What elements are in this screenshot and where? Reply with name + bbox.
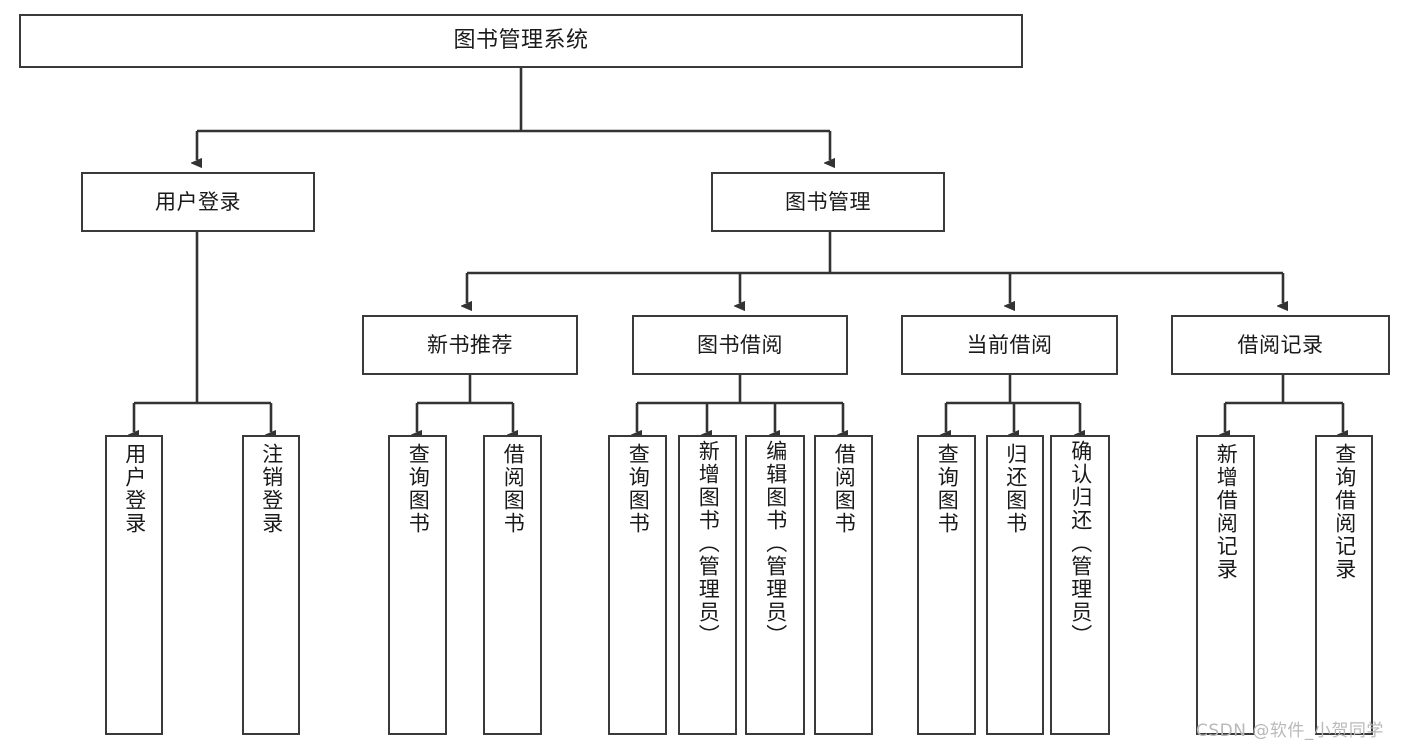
node-book-borrow[interactable]: 图书借阅 — [632, 315, 848, 375]
node-root-book-management-system[interactable]: 图书管理系统 — [19, 14, 1023, 68]
csdn-watermark: CSDN @软件_小贺同学 — [1196, 721, 1384, 741]
node-label: 新增图书（管理员） — [696, 440, 721, 647]
node-leaf-edit-book-admin[interactable]: 编辑图书（管理员） — [745, 435, 805, 735]
node-label: 借阅图书 — [832, 443, 857, 535]
node-leaf-return-book[interactable]: 归还图书 — [986, 435, 1044, 735]
node-label: 查询借阅记录 — [1332, 443, 1357, 581]
node-label: 用户登录 — [122, 443, 147, 535]
node-leaf-query-book-current[interactable]: 查询图书 — [917, 435, 976, 735]
node-leaf-add-book-admin[interactable]: 新增图书（管理员） — [678, 435, 737, 735]
node-label: 新增借阅记录 — [1214, 443, 1239, 581]
node-label: 图书管理 — [785, 189, 871, 214]
node-label: 编辑图书（管理员） — [763, 440, 788, 647]
node-label: 当前借阅 — [966, 332, 1053, 357]
node-label: 图书借阅 — [697, 332, 783, 357]
node-borrow-record[interactable]: 借阅记录 — [1171, 315, 1390, 375]
node-leaf-query-book-recommend[interactable]: 查询图书 — [388, 435, 447, 735]
node-leaf-borrow-book-recommend[interactable]: 借阅图书 — [483, 435, 542, 735]
node-user-login[interactable]: 用户登录 — [81, 172, 315, 232]
node-leaf-query-borrow-record[interactable]: 查询借阅记录 — [1315, 435, 1373, 735]
node-label: 查询图书 — [626, 443, 651, 535]
node-leaf-add-borrow-record[interactable]: 新增借阅记录 — [1196, 435, 1255, 735]
node-new-book-recommend[interactable]: 新书推荐 — [362, 315, 578, 375]
node-leaf-logout-login[interactable]: 注销登录 — [242, 435, 300, 735]
node-current-borrow[interactable]: 当前借阅 — [901, 315, 1118, 375]
node-book-management[interactable]: 图书管理 — [711, 172, 945, 232]
node-leaf-query-book-borrow[interactable]: 查询图书 — [608, 435, 667, 735]
node-label: 查询图书 — [935, 443, 960, 535]
node-label: 归还图书 — [1003, 443, 1028, 535]
node-label: 查询图书 — [406, 443, 431, 535]
node-leaf-confirm-return-admin[interactable]: 确认归还（管理员） — [1050, 435, 1110, 735]
node-leaf-borrow-book[interactable]: 借阅图书 — [814, 435, 873, 735]
node-label: 借阅图书 — [501, 443, 526, 535]
node-label: 确认归还（管理员） — [1068, 440, 1093, 647]
node-label: 新书推荐 — [427, 332, 513, 357]
node-label: 用户登录 — [155, 189, 241, 214]
node-leaf-user-login[interactable]: 用户登录 — [105, 435, 163, 735]
node-label: 借阅记录 — [1237, 332, 1324, 357]
node-label: 注销登录 — [259, 443, 284, 535]
node-label: 图书管理系统 — [453, 28, 589, 54]
